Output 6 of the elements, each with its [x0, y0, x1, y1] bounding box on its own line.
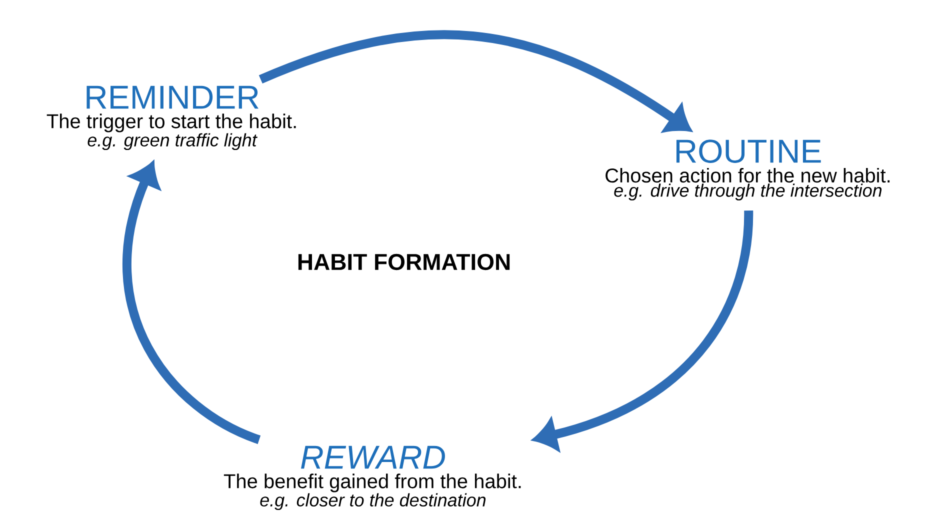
stage-text: ROUTINE Chosen action for the new habit. e.g. drive through the intersection [606, 140, 890, 200]
curved-arrow [258, 30, 691, 132]
stage-text: REWARD The benefit gained from the habit. e.g. closer to the destination [224, 446, 521, 510]
center-title: HABIT FORMATION [298, 254, 510, 270]
curved-arrow [122, 162, 261, 444]
stage-text: REMINDER The trigger to start the habit. e.g. green traffic light [46, 86, 296, 150]
